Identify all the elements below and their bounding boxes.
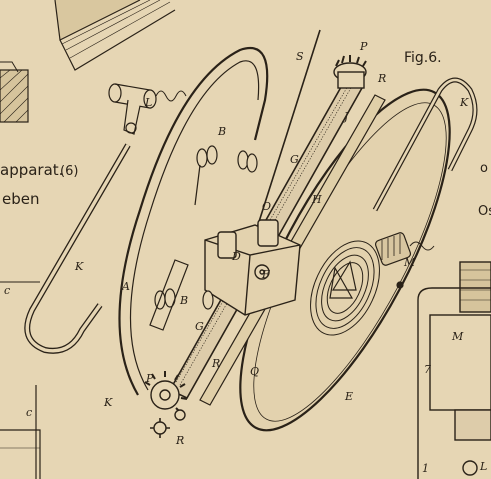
- top-gear: [333, 55, 367, 89]
- rod-s: [249, 29, 321, 251]
- label-o: O: [262, 200, 271, 213]
- top-left-plate: [54, 0, 176, 71]
- label-l: L: [144, 96, 152, 109]
- right-edge-line1: o: [480, 161, 488, 176]
- loop-wire-a: [118, 47, 269, 396]
- label-d: D: [231, 250, 241, 263]
- label-r-bottom: R: [175, 434, 184, 447]
- label-l-right: L: [479, 460, 487, 473]
- bent-rod-left: [24, 143, 131, 354]
- figure-label: Fig.6.: [404, 50, 442, 66]
- beaker-fragment: [0, 385, 41, 479]
- label-b-upper: B: [217, 125, 226, 138]
- spool-b-upper: [194, 145, 218, 206]
- label-one: 1: [422, 462, 429, 475]
- right-edge-line2: Os: [478, 204, 491, 219]
- label-a: A: [121, 280, 130, 293]
- label-p-bottom: P: [145, 372, 154, 385]
- label-r-middle: R: [211, 357, 220, 370]
- coil-m: [374, 232, 435, 289]
- right-machine: [417, 261, 491, 479]
- left-block: [0, 61, 29, 123]
- bent-rod-right: [372, 77, 478, 212]
- label-g-upper: G: [290, 153, 299, 166]
- label-k-left: K: [74, 260, 84, 273]
- central-carriage: [204, 219, 301, 316]
- side-bracket: [149, 259, 189, 331]
- spiral-spring: [310, 240, 380, 336]
- label-k-bottom: K: [103, 396, 113, 409]
- clamp-l: [108, 83, 187, 135]
- label-e: E: [344, 390, 353, 403]
- spool-g-upper: [237, 150, 258, 173]
- label-g-lower: G: [195, 320, 204, 333]
- label-c-lower: c: [26, 406, 32, 419]
- label-k-right: K: [459, 96, 469, 109]
- side-text-line2: eben: [2, 190, 40, 208]
- side-text-line1: apparat.: [0, 161, 63, 179]
- label-r-top: R: [377, 72, 386, 85]
- label-q: Q: [250, 365, 259, 378]
- label-c-upper: c: [4, 284, 10, 297]
- bottom-gear: [144, 371, 188, 438]
- label-f: F: [261, 268, 270, 281]
- label-seven: 7: [424, 363, 431, 376]
- label-m-right: M: [451, 330, 464, 343]
- label-j: J: [342, 110, 349, 123]
- label-s: S: [296, 50, 304, 63]
- label-h: H: [311, 193, 322, 206]
- label-p-top: P: [359, 40, 368, 53]
- label-b-lower: B: [179, 294, 188, 307]
- side-text-ref: (6): [60, 164, 78, 179]
- label-m-coil: M: [403, 256, 416, 269]
